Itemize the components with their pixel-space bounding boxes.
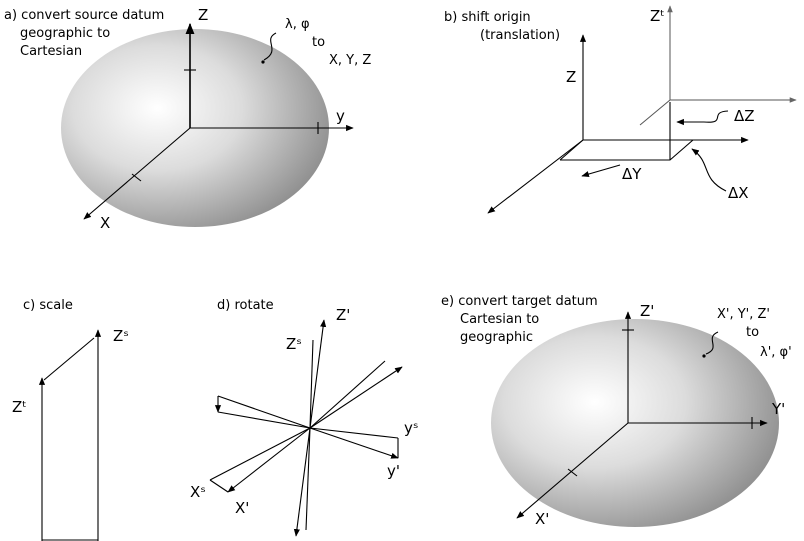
caption: c) scale <box>23 298 73 313</box>
panel-d: d) rotate Z' Zˢ yˢ y' Xˢ X' <box>190 298 418 537</box>
zs-axis-lower <box>293 427 311 537</box>
xprime-axis-tick <box>567 468 578 477</box>
yprime-label: Y' <box>771 400 785 418</box>
x-label: X <box>100 214 110 232</box>
caption-line-3: Cartesian <box>20 44 82 59</box>
point-leader <box>263 32 277 61</box>
yprime-label: y' <box>387 462 400 480</box>
caption-line-3: geographic <box>460 330 533 345</box>
caption-line-1: b) shift origin <box>444 10 531 25</box>
coord-out-label: λ', φ' <box>760 345 792 360</box>
coord-out-label: X, Y, Z <box>329 53 371 68</box>
zprime-label: Z' <box>336 306 350 324</box>
x-axis-back-2 <box>217 411 311 429</box>
dx-label: ΔX <box>728 184 749 202</box>
panel-a: a) convert source datum geographic to Ca… <box>4 6 371 232</box>
zt-label: Zᵗ <box>12 398 27 416</box>
x-axis <box>83 127 191 220</box>
dz-label: ΔZ <box>734 107 755 125</box>
dy-label: ΔY <box>622 165 642 183</box>
source-z-label: Z <box>566 68 576 86</box>
caption-line-1: e) convert target datum <box>441 294 598 309</box>
to-label: to <box>746 325 759 340</box>
zs-axis <box>309 319 327 429</box>
xs-axis <box>209 427 311 481</box>
dx-leader <box>691 148 727 192</box>
x-axis-tick <box>131 173 142 182</box>
zprime-axis <box>309 339 314 429</box>
panel-b: b) shift origin (translation) Zᵗ Z ΔZ ΔY… <box>444 5 797 214</box>
panel-c: c) scale Zˢ Zᵗ <box>12 298 129 541</box>
caption-line-2: Cartesian to <box>460 312 539 327</box>
dz-leader <box>703 110 729 123</box>
target-z-label: Zᵗ <box>650 7 665 25</box>
zprime-label: Z' <box>640 302 654 320</box>
x-axis-back <box>217 395 311 429</box>
point-marker <box>702 354 706 358</box>
x-rotation-arc <box>209 479 229 493</box>
xs-label: Xˢ <box>190 483 206 501</box>
ys-label: yˢ <box>404 419 418 437</box>
ys-axis-upper-2 <box>309 360 386 429</box>
source-x-axis <box>487 139 584 214</box>
y-label: y <box>336 107 345 125</box>
ys-axis-upper <box>309 366 403 429</box>
xprime-label: X' <box>235 499 249 517</box>
caption-line-1: a) convert source datum <box>4 8 164 23</box>
coord-in-label: X', Y', Z' <box>717 307 770 322</box>
target-x-axis <box>639 99 671 126</box>
zs-label: Zˢ <box>113 327 129 345</box>
caption: d) rotate <box>217 298 274 313</box>
scale-connector <box>43 337 95 381</box>
xprime-label: X' <box>535 510 549 528</box>
caption-line-2: (translation) <box>480 28 560 43</box>
panel-e: e) convert target datum Cartesian to geo… <box>441 294 792 528</box>
translation-box-left <box>559 139 584 161</box>
zs-label: Zˢ <box>286 335 302 353</box>
ys-axis <box>309 427 399 439</box>
dy-leader <box>581 164 621 178</box>
z-label: Z <box>198 6 208 24</box>
xprime-axis <box>516 422 629 519</box>
point-marker <box>261 60 265 64</box>
zprime-axis-lower <box>305 427 311 531</box>
point-leader <box>705 331 719 355</box>
xprime-axis <box>227 427 311 493</box>
coord-in-label: λ, φ <box>285 17 310 32</box>
to-label: to <box>312 35 325 50</box>
caption-line-2: geographic to <box>20 26 110 41</box>
yprime-axis <box>309 427 399 459</box>
